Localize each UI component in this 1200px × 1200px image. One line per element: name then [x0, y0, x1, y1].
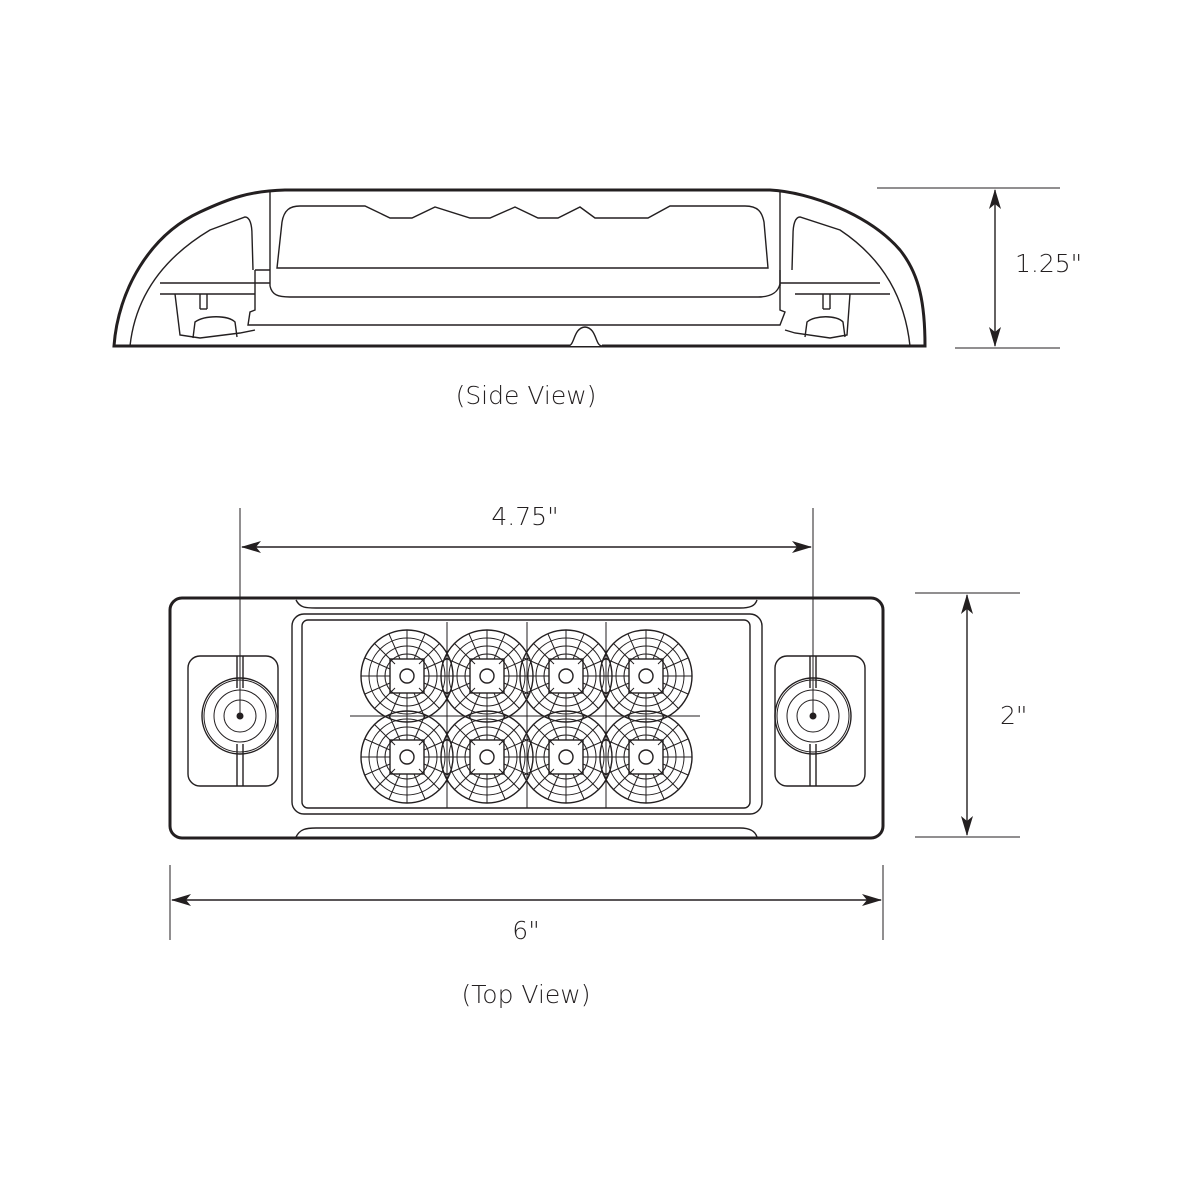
led-lens-icon [599, 710, 693, 804]
led-lens-icon [440, 710, 534, 804]
mount-hole-left-icon [187, 655, 279, 787]
led-lens-icon [360, 710, 454, 804]
led-lens-icon [360, 629, 454, 723]
side-height-dimension-label: 1.25" [1015, 249, 1082, 278]
mount-hole-right-icon [774, 655, 866, 787]
top-view: 4.75" 2" 6" (Top View) [168, 502, 1027, 1009]
led-lens-icon [519, 629, 613, 723]
side-view-caption: (Side View) [456, 381, 597, 410]
top-height-dimension-label: 2" [1000, 701, 1027, 730]
top-view-caption: (Top View) [462, 980, 591, 1009]
width-dimension-label: 6" [512, 916, 539, 945]
led-lens-icon [440, 629, 534, 723]
mount-spacing-dimension-label: 4.75" [491, 502, 558, 531]
led-array [350, 622, 700, 808]
led-lens-icon [599, 629, 693, 723]
led-lens-icon [519, 710, 613, 804]
side-view: 1.25" (Side View) [112, 187, 1082, 410]
housing-outline [168, 596, 885, 840]
